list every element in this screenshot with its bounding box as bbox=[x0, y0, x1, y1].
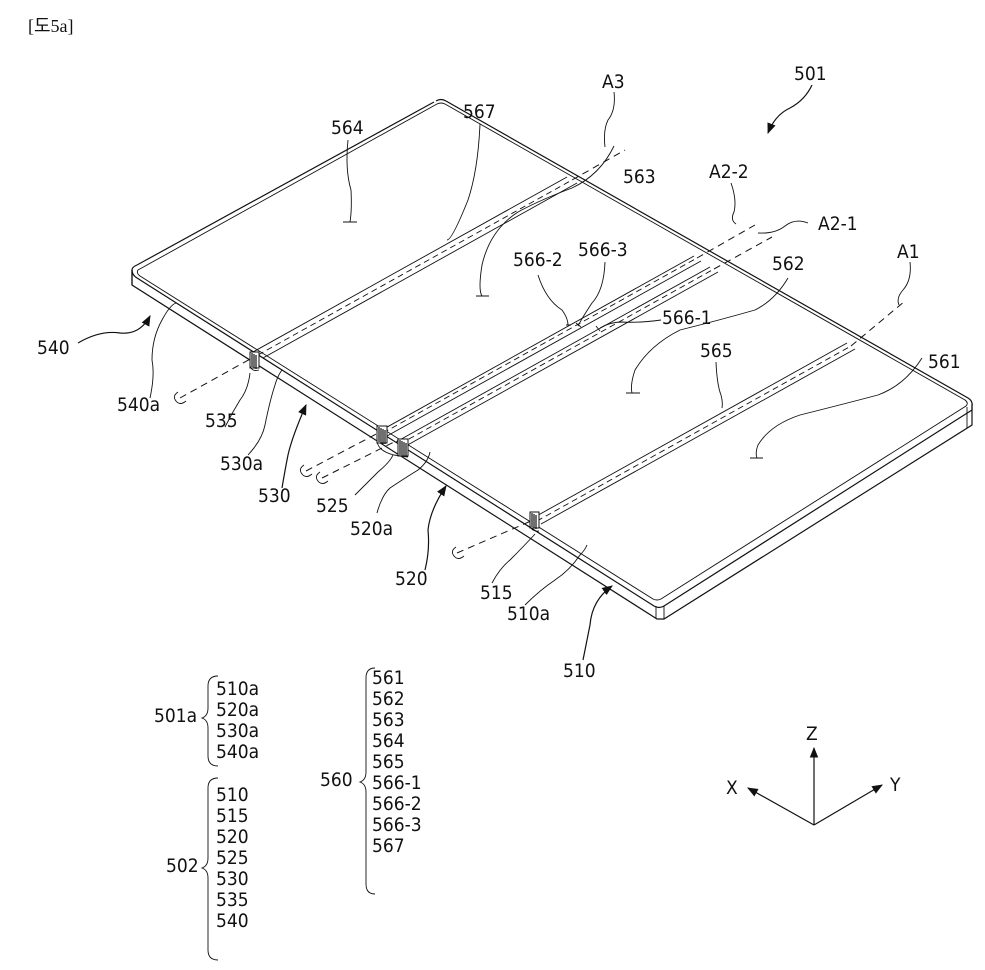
legend-item: 567 bbox=[372, 835, 405, 857]
y-axis-arrow bbox=[813, 784, 883, 826]
label-566-2: 566-2 bbox=[513, 249, 563, 271]
label-530a: 530a bbox=[220, 453, 263, 475]
label-540: 540 bbox=[37, 337, 70, 359]
x-axis-arrow bbox=[747, 787, 815, 826]
label-a2-2: A2-2 bbox=[709, 161, 749, 183]
label-564: 564 bbox=[331, 117, 364, 139]
legend-item: 562 bbox=[372, 688, 405, 710]
label-525: 525 bbox=[316, 495, 349, 517]
legend-item: 566-3 bbox=[372, 814, 422, 836]
label-566-3: 566-3 bbox=[578, 239, 628, 261]
z-axis-label: Z bbox=[806, 723, 818, 745]
legend-item: 530a bbox=[216, 720, 259, 742]
legend-item: 540a bbox=[216, 741, 259, 763]
folding-axis-a2-2 bbox=[299, 224, 756, 477]
label-a1: A1 bbox=[897, 241, 920, 263]
label-510: 510 bbox=[563, 660, 596, 682]
legend-brace bbox=[358, 667, 376, 895]
coordinate-axes: Z X Y bbox=[726, 723, 901, 826]
legend-key: 560 bbox=[320, 769, 353, 791]
folding-area-567 bbox=[252, 176, 578, 359]
legend-item: 565 bbox=[372, 751, 405, 773]
legend-group-502: 502 510 515 520 525 530 535 540 bbox=[166, 777, 249, 961]
label-563: 563 bbox=[623, 166, 656, 188]
legend-item: 540 bbox=[216, 910, 249, 932]
x-axis-label: X bbox=[726, 777, 738, 799]
legend-brace bbox=[200, 675, 219, 767]
legend-item: 510 bbox=[216, 784, 249, 806]
legend-item: 563 bbox=[372, 709, 405, 731]
hinge-535 bbox=[249, 351, 260, 371]
hinge-515 bbox=[529, 511, 540, 532]
label-510a: 510a bbox=[507, 603, 550, 625]
legend-key: 502 bbox=[166, 855, 199, 877]
device-front-corner bbox=[655, 606, 665, 619]
legend-item: 520a bbox=[216, 699, 259, 721]
legend-item: 520 bbox=[216, 826, 249, 848]
legend-item: 525 bbox=[216, 847, 249, 869]
legend-item: 564 bbox=[372, 730, 405, 752]
folding-area-566 bbox=[379, 255, 719, 448]
label-561: 561 bbox=[928, 351, 961, 373]
folding-area-565 bbox=[532, 342, 856, 525]
folding-axis-a2-1 bbox=[315, 236, 773, 484]
hinge-525-a bbox=[376, 425, 388, 444]
label-535: 535 bbox=[205, 410, 238, 432]
legend-item: 561 bbox=[372, 667, 405, 689]
label-565: 565 bbox=[700, 340, 733, 362]
folding-axis-a1 bbox=[451, 300, 906, 559]
reference-labels: 501 A3 567 564 563 A2-2 A2-1 566-2 566-3… bbox=[37, 63, 961, 682]
legend-item: 535 bbox=[216, 889, 249, 911]
label-562: 562 bbox=[772, 253, 805, 275]
label-501: 501 bbox=[794, 63, 827, 85]
label-540a: 540a bbox=[117, 394, 160, 416]
device-front-top-edge bbox=[131, 269, 973, 609]
legend-item: 515 bbox=[216, 805, 249, 827]
label-520a: 520a bbox=[350, 518, 393, 540]
figure-label: [도5a] bbox=[28, 16, 74, 36]
label-567: 567 bbox=[463, 101, 496, 123]
legend-group-501a: 501a 510a 520a 530a 540a bbox=[154, 675, 259, 767]
legend-item: 530 bbox=[216, 868, 249, 890]
label-520: 520 bbox=[395, 568, 428, 590]
hinge-525-b bbox=[376, 438, 409, 458]
label-530: 530 bbox=[258, 485, 291, 507]
legend-item: 510a bbox=[216, 678, 259, 700]
legend-brace bbox=[200, 777, 219, 961]
folding-axis-a3 bbox=[173, 149, 626, 404]
label-515: 515 bbox=[480, 582, 513, 604]
legend-item: 566-2 bbox=[372, 793, 422, 815]
legend-item: 566-1 bbox=[372, 772, 422, 794]
leader-lines bbox=[77, 84, 923, 661]
legend-key: 501a bbox=[154, 705, 197, 727]
foldable-device bbox=[131, 98, 973, 620]
y-axis-label: Y bbox=[889, 774, 901, 796]
label-a3: A3 bbox=[602, 71, 625, 93]
label-566-1: 566-1 bbox=[662, 307, 712, 329]
label-a2-1: A2-1 bbox=[818, 213, 858, 235]
device-top-inner-edge bbox=[136, 102, 968, 601]
legend-group-560: 560 561 562 563 564 565 566-1 566-2 566-… bbox=[320, 667, 422, 895]
